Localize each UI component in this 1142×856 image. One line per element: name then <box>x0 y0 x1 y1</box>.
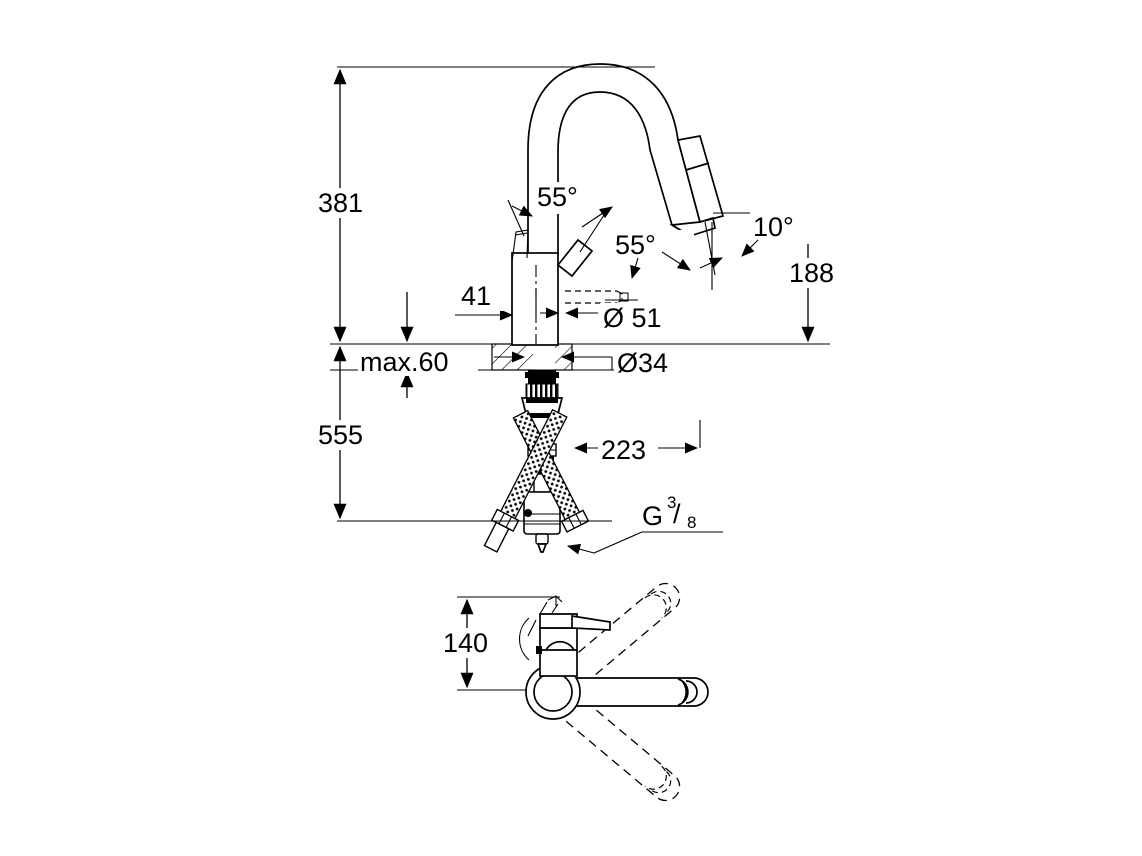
thread-numerator: 3 <box>667 493 676 512</box>
faucet-body-cylinder <box>511 252 559 346</box>
dimension-d34: Ø34 <box>494 348 702 379</box>
angle-10: 10° <box>699 212 826 290</box>
thread-slash: / <box>673 499 681 529</box>
angle-55-right: 55° <box>605 230 694 301</box>
dimension-41: 41 <box>455 253 514 321</box>
lever-ghost-right-dashed <box>565 290 629 304</box>
plan-pivot <box>525 664 581 720</box>
angle-10-label: 10° <box>753 212 794 242</box>
dimension-555: 555 <box>314 345 612 522</box>
thread-denominator: 8 <box>687 513 696 532</box>
elevation-view: 381 555 max.60 41 <box>314 63 848 555</box>
dimension-max60-label: max.60 <box>360 347 449 377</box>
dimension-d34-label: Ø34 <box>617 348 668 378</box>
dimension-555-label: 555 <box>318 420 363 450</box>
angle-55-left-label: 55° <box>537 182 578 212</box>
dimension-d51: Ø 51 <box>535 288 686 333</box>
dimension-188: 188 <box>700 212 848 345</box>
spout-swivel-ghost-upper <box>543 582 681 704</box>
thread-callout-g38: G 3 / 8 <box>566 493 723 555</box>
plan-swivel-view: 140 <box>440 582 709 802</box>
angle-55-right-label: 55° <box>615 230 656 260</box>
spout-gooseneck <box>527 63 725 255</box>
mounting-shank <box>525 370 559 399</box>
thread-label-g: G <box>642 501 663 531</box>
control-lever <box>556 238 594 278</box>
dimension-140: 140 <box>440 598 504 689</box>
spout-swivel-ghost-lower <box>543 680 681 802</box>
dimension-140-label: 140 <box>443 628 488 658</box>
dimension-381-label: 381 <box>318 188 363 218</box>
braided-hose-right <box>483 408 568 553</box>
dimension-max60: max.60 <box>358 292 478 398</box>
dimension-223: 223 <box>573 420 701 465</box>
dimension-381: 381 <box>314 66 655 343</box>
angle-55-left: 55° <box>507 182 616 253</box>
dimension-d51-label: Ø 51 <box>603 303 662 333</box>
dimension-223-label: 223 <box>601 435 646 465</box>
dimension-41-label: 41 <box>461 281 491 311</box>
dimension-188-label: 188 <box>789 258 834 288</box>
plan-body-and-lever <box>519 595 611 677</box>
